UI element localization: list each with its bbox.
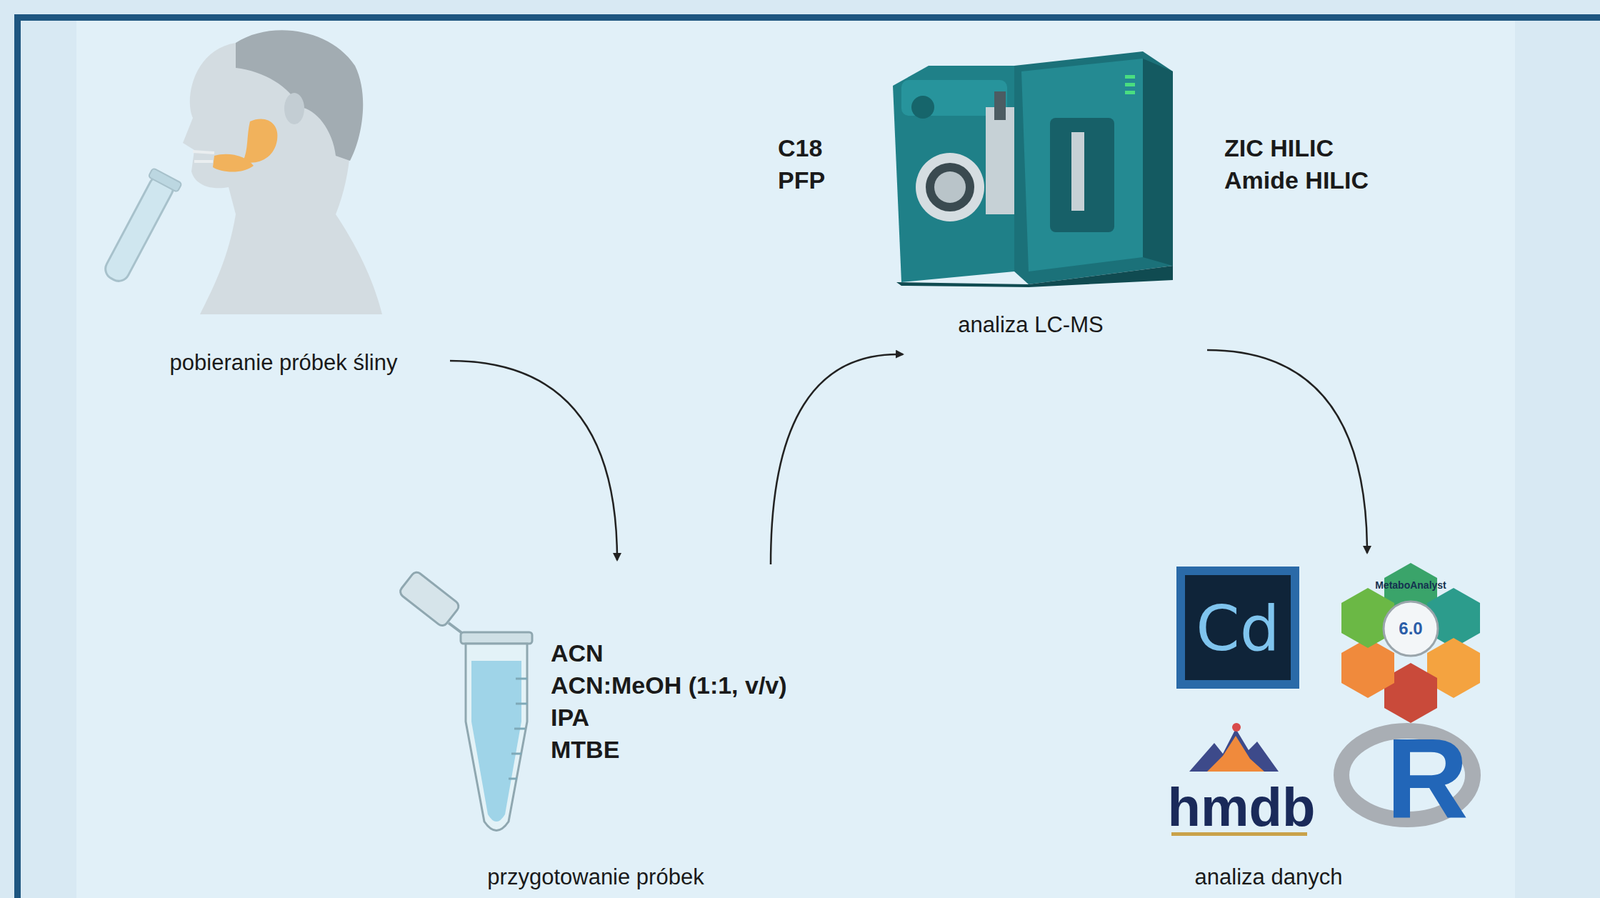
- metaboanalyst-logo: [1341, 562, 1480, 723]
- frame-top: [14, 14, 1600, 21]
- lcms-illustration: [892, 51, 1173, 288]
- logo-text: Cd: [1195, 597, 1280, 660]
- method-label: ZIC HILIC: [1224, 134, 1334, 163]
- method-label: MTBE: [550, 735, 620, 764]
- panel: [76, 20, 1515, 898]
- stage-group: C18PFP ZIC HILIC Amide HILIC analiza LC-MS: [764, 42, 1393, 350]
- method-label: IPA: [550, 703, 590, 732]
- version-number: 6.0: [1398, 620, 1423, 638]
- stage-group: pobieranie próbek śliny: [121, 335, 450, 388]
- tube-illustration: [397, 570, 533, 830]
- stage-label: pobieranie próbek śliny: [170, 350, 398, 376]
- method-label: Amide HILIC: [1224, 166, 1369, 195]
- compound-discoverer-logo: [1176, 566, 1300, 689]
- flow-arrow: [1207, 350, 1368, 553]
- method-label: C18: [777, 134, 823, 163]
- stage-label: analiza danych: [1195, 864, 1343, 890]
- stage-group: ACN ACN:MeOH (1:1, v/v) IPA MTBE przygotowan…: [385, 564, 793, 893]
- stage-label: analiza LC-MS: [957, 312, 1103, 338]
- method-label: PFP: [777, 166, 825, 195]
- method-label: ACN: [550, 639, 604, 668]
- method-label: ACN:MeOH (1:1, v/v): [550, 671, 788, 700]
- logo-text: hmdb: [1167, 780, 1316, 835]
- frame-left: [14, 14, 21, 898]
- logo-text: R: [1385, 721, 1469, 836]
- flow-arrow: [450, 360, 618, 560]
- flow-arrow: [770, 354, 903, 565]
- person-illustration: [97, 30, 383, 315]
- logo-text: MetaboAnalyst: [1375, 580, 1447, 590]
- stage-label: przygotowanie próbek: [487, 864, 704, 890]
